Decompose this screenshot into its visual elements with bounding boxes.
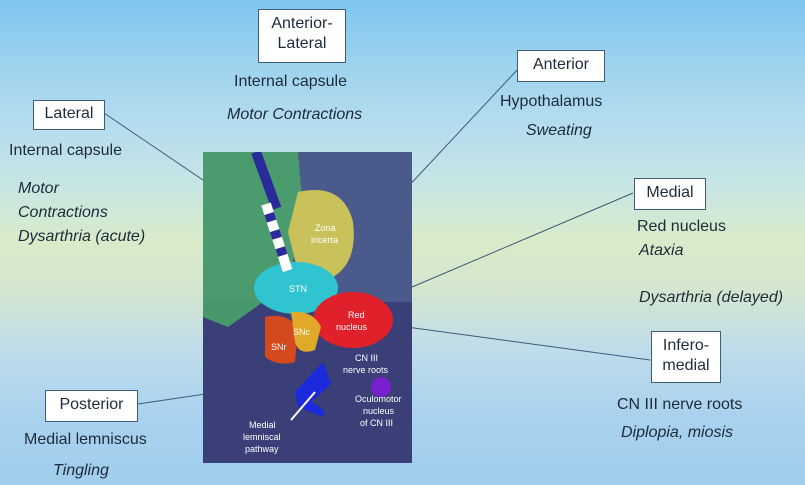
oculomotor-label-3: of CN III [360,418,393,428]
anterior-lateral-box-line1: Anterior- [271,15,333,32]
red-nucleus-label-2: nucleus [336,322,368,332]
stn-label: STN [289,284,307,294]
ml-label-2: lemniscal [243,432,281,442]
oculomotor-label-2: nucleus [363,406,395,416]
snc-label: SNc [293,327,311,337]
inferomedial-box: Infero- medial [651,331,721,383]
anterior-lateral-box: Anterior- Lateral [258,9,346,63]
lateral-effect-line1: Motor [18,180,59,197]
anterior-effect: Sweating [526,122,592,139]
cn3-label-1: CN III [355,353,378,363]
zona-incerta-shape [288,190,354,277]
ml-label-1: Medial [249,420,276,430]
snr-label: SNr [271,342,287,352]
red-nucleus-label-1: Red [348,310,365,320]
medial-connector [404,192,634,291]
internal-capsule-shape [203,152,303,327]
electrode [251,152,293,273]
snr-shape [265,315,298,364]
stn-shape [254,262,338,314]
lateral-effect-line3: Dysarthria (acute) [18,228,146,245]
medial-box: Medial [634,178,706,210]
zona-label-1: Zona [315,223,336,233]
ml-pointer [290,391,316,421]
zona-label-2: incerta [311,235,338,245]
medial-lemniscus-shape [295,362,331,417]
anterior-lateral-structure: Internal capsule [234,73,347,90]
anatomy-image: Zona incerta STN Red nucleus SNc SNr CN … [203,152,412,463]
anterior-connector [404,68,519,191]
ml-label-3: pathway [245,444,279,454]
inferomedial-box-line2: medial [662,357,710,374]
cn3-label-2: nerve roots [343,365,389,375]
anterior-lateral-box-line2: Lateral [277,35,327,52]
lateral-box: Lateral [33,100,105,130]
lateral-structure: Internal capsule [9,142,122,159]
anterior-box: Anterior [517,50,605,82]
posterior-structure: Medial lemniscus [24,431,147,448]
oculomotor-label-1: Oculomotor [355,394,402,404]
medial-effect: Ataxia [639,242,684,259]
medial-structure: Red nucleus [637,218,726,235]
anterior-structure: Hypothalamus [500,93,603,110]
inferomedial-structure: CN III nerve roots [617,396,743,413]
medial-delayed-effect: Dysarthria (delayed) [639,289,784,306]
inferomedial-effect: Diplopia, miosis [621,424,734,441]
lateral-effect-line2: Contractions [18,204,108,221]
oculomotor-shape [371,377,391,397]
red-nucleus-shape [313,292,393,348]
posterior-effect: Tingling [53,462,109,479]
snc-shape [291,311,321,352]
inferomedial-connector [391,324,651,361]
anterior-lateral-effect: Motor Contractions [227,106,363,123]
inferomedial-box-line1: Infero- [662,337,710,354]
posterior-box: Posterior [45,390,138,422]
